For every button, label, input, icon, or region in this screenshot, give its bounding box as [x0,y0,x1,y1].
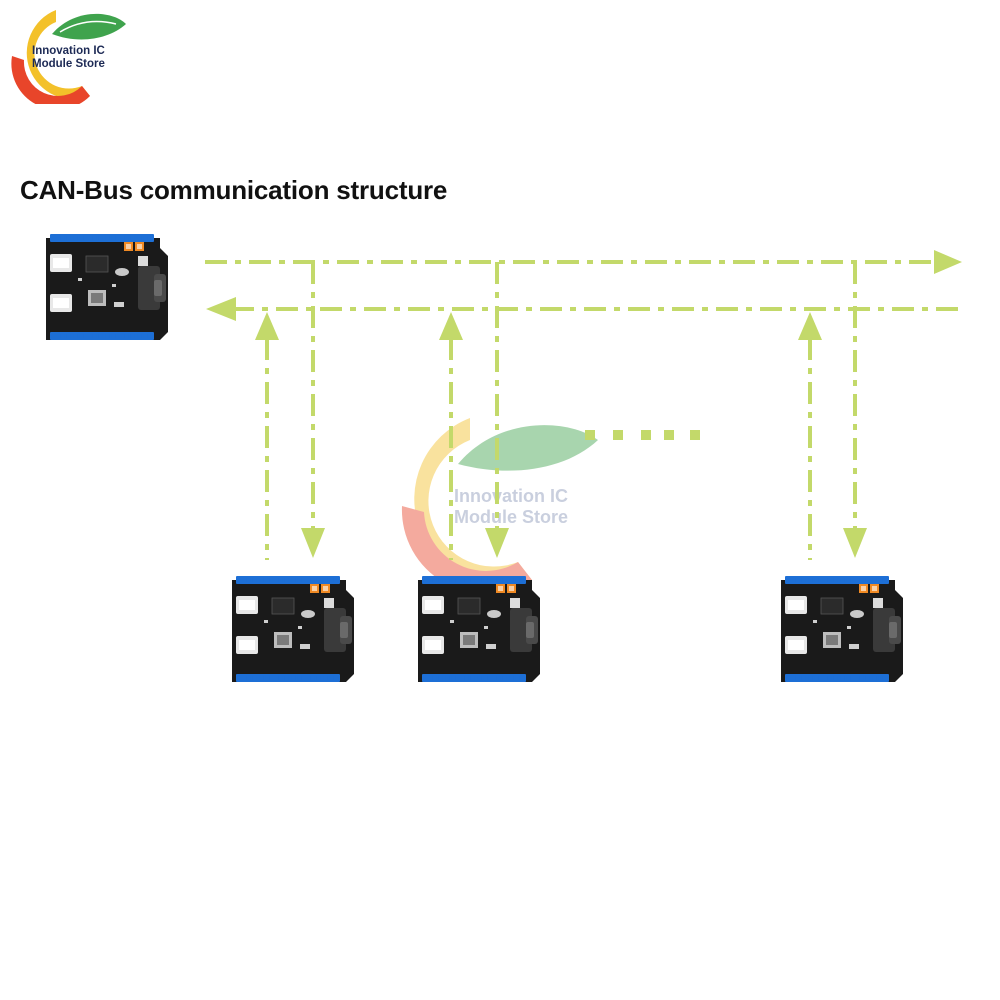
node-2-up-arrowhead [439,312,463,340]
node-1-up-arrowhead [255,312,279,340]
master-node-board-icon [42,232,172,349]
upper-bus-arrowhead [934,250,962,274]
node-1-down-arrowhead [301,528,325,558]
more-nodes-ellipsis [585,430,700,440]
node-3-down-arrowhead [843,528,867,558]
node-3-board-icon [777,574,907,691]
lower-bus-arrowhead [206,297,236,321]
node-1-board-icon [228,574,358,691]
node-2-down-arrowhead [485,528,509,558]
node-2-board-icon [414,574,544,691]
node-3-up-arrowhead [798,312,822,340]
